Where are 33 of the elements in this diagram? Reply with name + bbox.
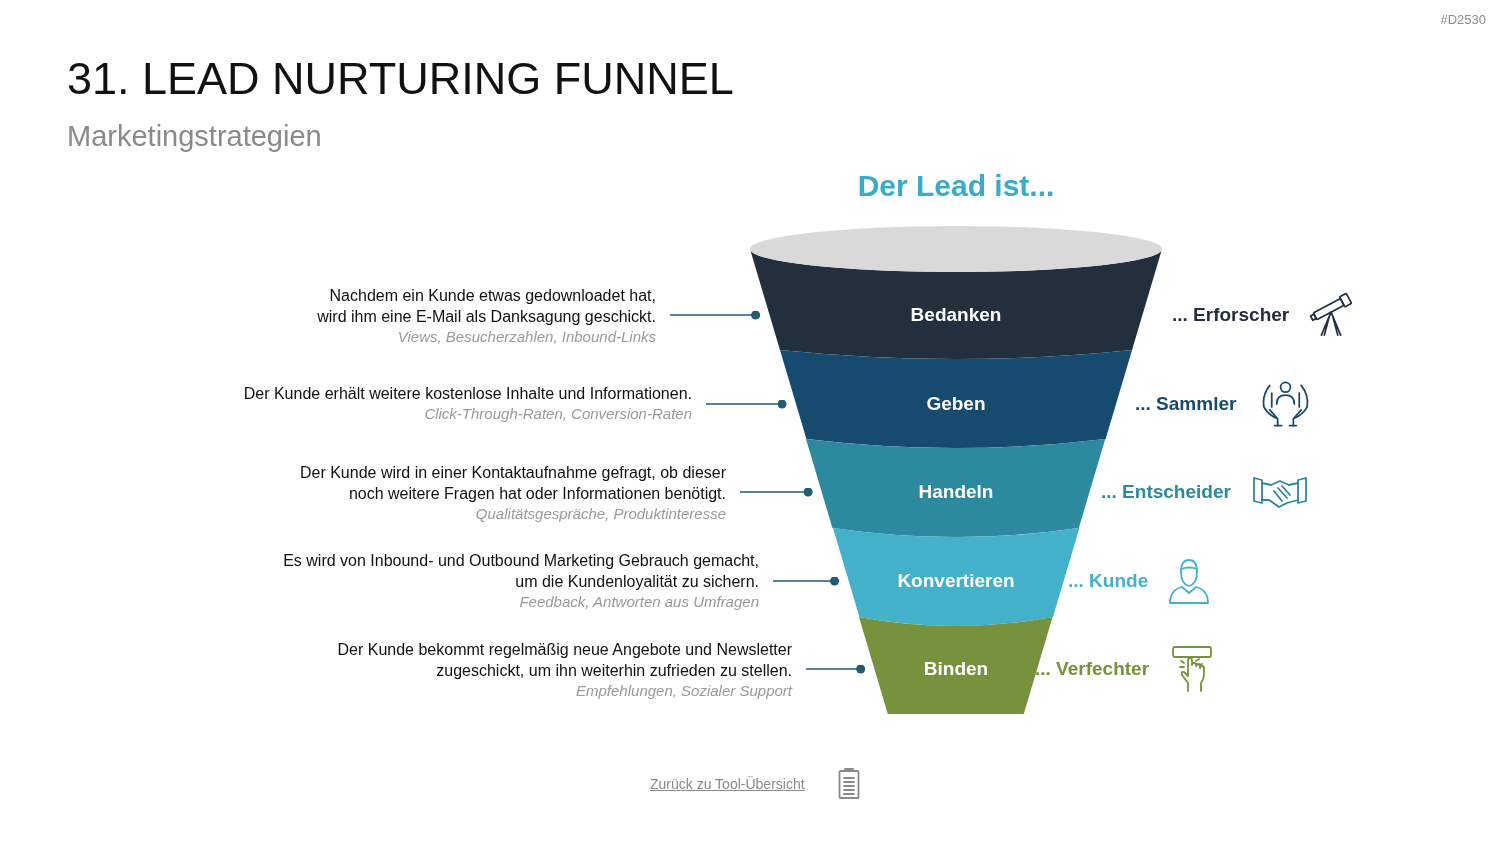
slide-title: 31. LEAD NURTURING FUNNEL [67,52,734,106]
metrics-text: Empfehlungen, Sozialer Support [576,681,792,701]
metrics-text: Qualitätsgespräche, Produktinteresse [475,504,726,524]
description-text: Der Kunde erhält weitere kostenlose Inhalte und Informationen. [243,384,692,404]
metrics-text: Views, Besucherzahlen, Inbound-Links [397,327,656,347]
stage-name: Konvertieren [897,569,1015,593]
stage-role: ... Entscheider [1101,480,1231,504]
leader-line [705,399,787,409]
subtitle: Marketingstrategien [67,119,322,154]
description-text: Nachdem ein Kunde etwas gedownloadet hat, wird ihm eine E-Mail als Danksagung geschickt. [316,286,656,327]
funnel-heading: Der Lead ist... [857,168,1055,204]
back-link: Zurück zu Tool-Übersicht [650,775,805,793]
description-text: Der Kunde wird in einer Kontaktaufnahme gefragt, ob dieser noch weitere Fragen hat oder Informationen benötigt. [298,463,726,504]
leader-line [772,576,840,586]
metrics-text: Feedback, Antworten aus Umfragen [519,592,759,612]
stage-role: ... Verfechter [1035,657,1150,681]
leader-line [739,487,813,497]
reference-code: #D2530 [1440,12,1486,27]
stage-name: Binden [923,657,989,681]
stage-role: ... Sammler [1135,392,1237,416]
metrics-text: Click-Through-Raten, Conversion-Raten [424,404,692,424]
funnel-segment [779,350,1132,448]
funnel-segment [750,226,1162,359]
leader-line [669,310,761,320]
stage-role: ... Kunde [1068,569,1149,593]
leader-line [805,664,866,674]
stage-name: Geben [926,392,986,416]
stage-role: ... Erforscher [1172,303,1290,327]
description-text: Es wird von Inbound- und Outbound Marketing Gebrauch gemacht, um die Kundenloyalität zu sichern. [282,551,759,592]
stage-name: Handeln [918,480,994,504]
stage-name: Bedanken [910,303,1002,327]
description-text: Der Kunde bekommt regelmäßig neue Angebote und Newsletter zugeschickt, um ihn weiterhin zufrieden zu stellen. [336,640,792,681]
funnel-segment [859,617,1053,714]
